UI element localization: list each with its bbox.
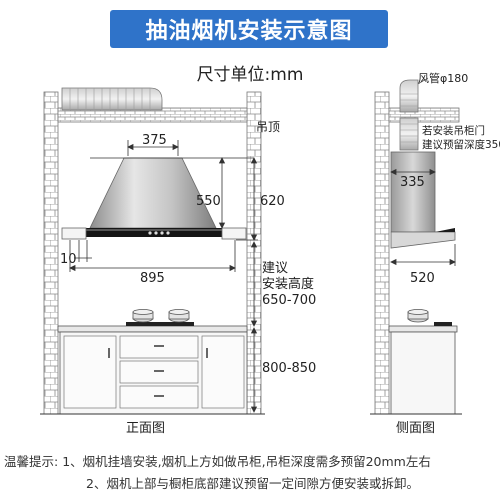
install-height-line1: 建议 xyxy=(262,261,288,276)
side-hood-canopy xyxy=(390,231,456,249)
dim-hood-height xyxy=(218,157,226,229)
side-countertop xyxy=(388,325,458,333)
cabinet-note-line2: 建议预留深度350 xyxy=(422,138,500,151)
note-line-1: 1、烟机挂墙安装,烟机上方如做吊柜,吊柜深度需多预留20mm左右 xyxy=(62,454,431,469)
dim-side-bottom-depth xyxy=(390,244,456,266)
dim-offset-label: 10 xyxy=(60,252,77,267)
units-label: 尺寸单位:mm xyxy=(196,65,304,85)
countertop xyxy=(57,325,248,333)
install-note-1: 温馨提示: 1、烟机挂墙安装,烟机上方如做吊柜,吊柜深度需多预留20mm左右 xyxy=(4,451,431,470)
left-cabinet-stub xyxy=(61,227,87,240)
cabinet-door-left xyxy=(63,335,117,409)
dim-offset xyxy=(74,240,92,262)
pot-right-icon xyxy=(168,309,190,323)
side-view-caption: 侧面图 xyxy=(396,421,435,436)
dim-side-top-depth xyxy=(390,168,436,176)
dim-counter-height xyxy=(250,327,258,413)
right-cabinet-stub xyxy=(221,227,247,240)
hood-control-icon xyxy=(148,231,152,235)
dim-total-height xyxy=(236,157,258,241)
install-height-line2: 安装高度 xyxy=(262,276,314,292)
cabinet-note-line1: 若安装吊柜门 xyxy=(422,124,485,137)
duct-label: 风管φ180 xyxy=(418,71,468,85)
dim-hood-width xyxy=(69,240,236,272)
dim-hood-height-label: 550 xyxy=(196,194,221,209)
dim-counter-height-label: 800-850 xyxy=(262,361,316,376)
side-duct xyxy=(399,79,419,151)
dim-install-height xyxy=(250,241,258,327)
hood-body xyxy=(89,157,217,229)
front-left-wall xyxy=(43,91,59,415)
title-banner: 抽油烟机安装示意图 xyxy=(110,10,388,48)
side-base-cabinet xyxy=(390,331,456,415)
ceiling-label: 吊顶 xyxy=(256,120,280,134)
front-view: 吊顶 375 xyxy=(40,87,316,436)
note-prefix: 温馨提示: xyxy=(4,454,59,469)
front-duct xyxy=(61,87,163,111)
dim-total-height-label: 620 xyxy=(260,194,285,209)
dim-side-top-depth-label: 335 xyxy=(400,175,425,190)
install-height-value: 650-700 xyxy=(262,293,316,308)
dim-hood-width-label: 895 xyxy=(140,271,165,286)
side-wall xyxy=(374,91,390,415)
pot-left-icon xyxy=(132,309,154,323)
stove-top xyxy=(126,322,194,326)
side-ceiling xyxy=(388,107,460,123)
side-view: 风管φ180 若安装吊柜门 建议预留深度350 335 520 xyxy=(370,71,500,436)
side-pot-icon xyxy=(407,309,429,323)
install-note-2: 2、烟机上部与橱柜底部建议预留一定间隙方便安装或拆卸。 xyxy=(86,473,419,492)
dim-chimney-width xyxy=(127,140,179,156)
side-hood-body xyxy=(390,151,436,233)
front-view-caption: 正面图 xyxy=(126,421,165,436)
note-line-2: 2、烟机上部与橱柜底部建议预留一定间隙方便安装或拆卸。 xyxy=(86,476,419,491)
dim-side-bottom-depth-label: 520 xyxy=(410,271,435,286)
dim-chimney-width-label: 375 xyxy=(142,133,167,148)
cabinet-door-right xyxy=(201,335,245,409)
